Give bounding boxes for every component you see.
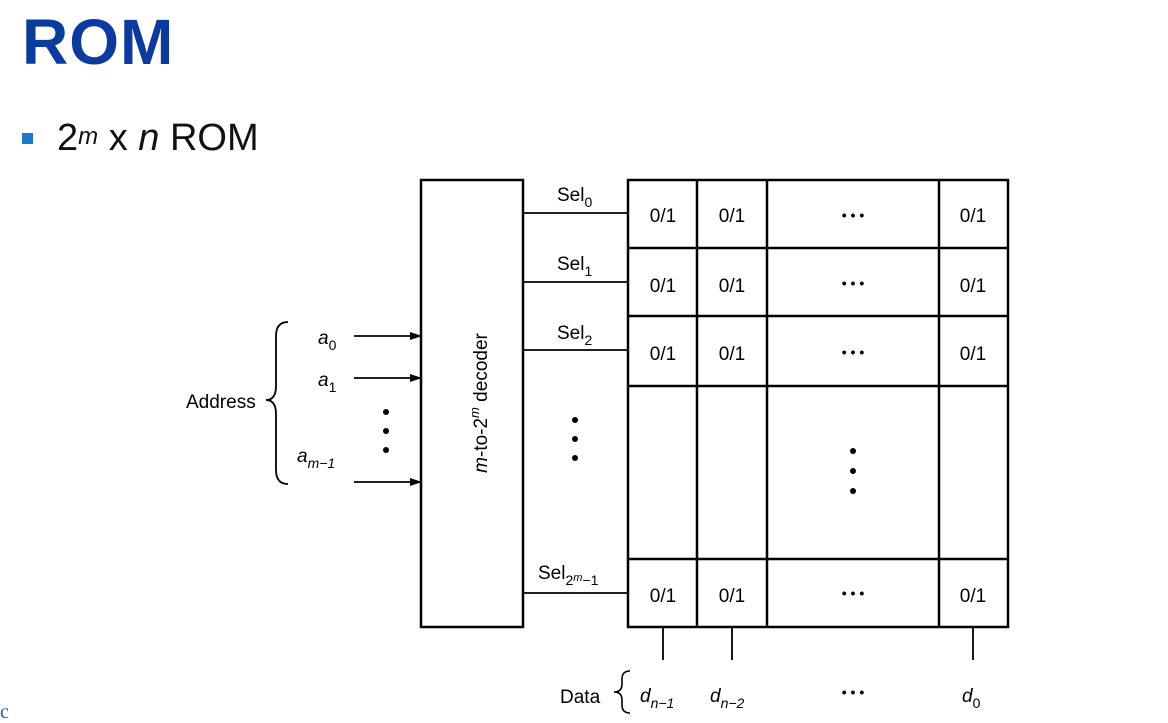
select-label-2: Sel2 <box>557 323 592 348</box>
output-d0-label: d0 <box>962 686 981 711</box>
cell: 0/1 <box>719 276 745 297</box>
cell-ellipsis: • • • <box>842 275 865 291</box>
cell-ellipsis: • • • <box>842 344 865 360</box>
cell-ellipsis: • • • <box>842 207 865 223</box>
decoder-box <box>419 178 525 629</box>
address-label: Address <box>186 392 256 413</box>
address-brace <box>265 321 289 485</box>
decoder-label: m-to-2m decoder <box>467 332 492 472</box>
cell: 0/1 <box>960 206 986 227</box>
bullet-prefix: 2 <box>57 116 79 159</box>
cell: 0/1 <box>960 344 986 365</box>
output-dn1-label: dn−1 <box>640 686 674 711</box>
cell: 0/1 <box>650 276 676 297</box>
input-a0-label: a0 <box>318 328 337 353</box>
input-vertical-dots <box>383 409 389 453</box>
select-vertical-dots <box>572 417 578 461</box>
bullet-item: 2m x n ROM <box>22 114 259 162</box>
select-label-0: Sel0 <box>557 185 592 210</box>
select-label-last: Sel2m−1 <box>538 563 599 588</box>
corner-logo-fragment: c <box>0 701 9 723</box>
cell: 0/1 <box>650 344 676 365</box>
cell: 0/1 <box>719 344 745 365</box>
bullet-mid: x <box>98 116 139 159</box>
cell-ellipsis: • • • <box>842 585 865 601</box>
cell: 0/1 <box>719 206 745 227</box>
cell: 0/1 <box>960 586 986 607</box>
bullet-exponent: m <box>78 122 99 150</box>
bullet-marker <box>22 132 33 144</box>
slide-title: ROM <box>22 6 175 78</box>
select-label-1: Sel1 <box>557 254 592 279</box>
cell: 0/1 <box>650 206 676 227</box>
data-label: Data <box>560 687 601 708</box>
cell: 0/1 <box>960 276 986 297</box>
array-vertical-dots <box>850 448 856 494</box>
output-ellipsis: • • • <box>842 684 865 700</box>
memory-array <box>626 178 1010 629</box>
bullet-variable: n <box>138 116 160 159</box>
input-a1-label: a1 <box>318 370 337 395</box>
data-brace <box>613 670 631 714</box>
cell: 0/1 <box>650 586 676 607</box>
bullet-suffix: ROM <box>159 116 259 159</box>
output-dn2-label: dn−2 <box>710 686 745 711</box>
input-am1-label: am−1 <box>297 446 335 471</box>
bullet-text: 2m x n ROM <box>57 117 259 160</box>
cell: 0/1 <box>719 586 745 607</box>
